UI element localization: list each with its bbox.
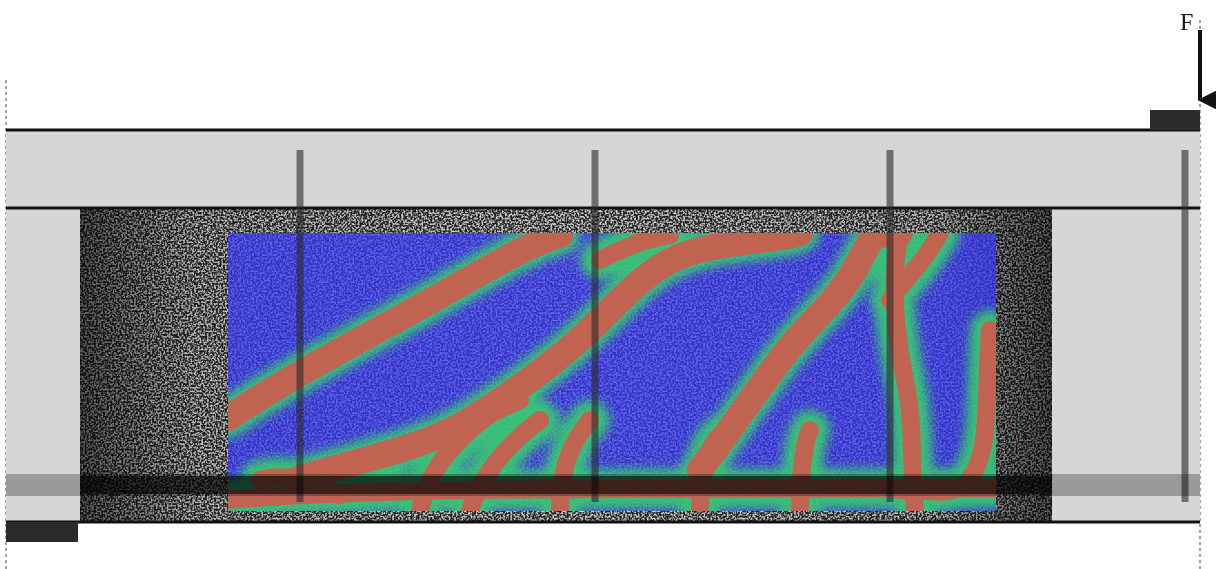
strain-cracks [228, 233, 996, 511]
beam-flange [6, 130, 1200, 208]
crack-band [551, 411, 599, 511]
crack-band [228, 233, 573, 431]
crack-band [885, 233, 924, 511]
crack-band [461, 411, 549, 511]
crack-band [881, 233, 949, 309]
crack-band [591, 233, 679, 269]
load-plate [1150, 110, 1200, 130]
crack-band [287, 233, 813, 491]
crack-band [687, 233, 913, 483]
strain-field [228, 233, 996, 511]
crack-band [791, 421, 819, 511]
force-label: F [1180, 10, 1193, 36]
support-plate [6, 522, 78, 542]
bottom-rebar [80, 476, 1052, 494]
crack-band [691, 426, 729, 511]
beam-right-end [1052, 208, 1200, 522]
stirrups [296, 150, 1189, 502]
beam-left-end [6, 208, 80, 522]
